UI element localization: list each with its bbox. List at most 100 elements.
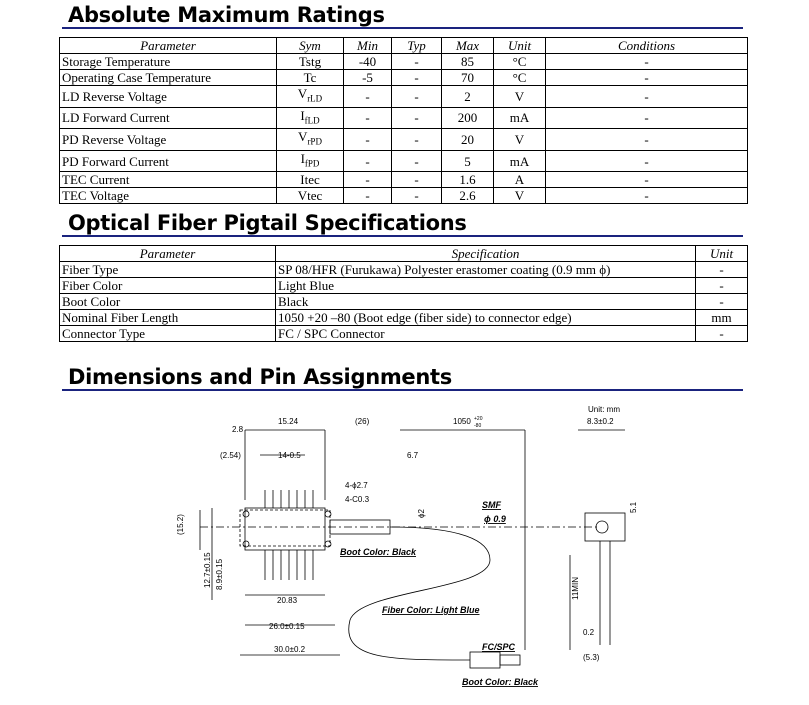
ratings-cell-unit: mA xyxy=(493,106,546,130)
dim-label: 14-0.5 xyxy=(278,451,301,460)
dim-label: 0.2 xyxy=(583,628,595,637)
ratings-cell-param: PD Forward Current xyxy=(59,149,277,173)
ratings-cell-sym: Itec xyxy=(276,171,344,189)
ratings-cell-cond: - xyxy=(545,128,748,151)
dim-label: 5.1 xyxy=(629,501,638,513)
ratings-cell-cond: - xyxy=(545,85,748,108)
fiber-cell-spec: Black xyxy=(275,293,696,310)
connector xyxy=(469,651,501,669)
dim-label: 15.24 xyxy=(278,417,299,426)
ratings-cell-param: PD Reverse Voltage xyxy=(59,128,277,151)
ratings-cell-typ: - xyxy=(391,187,442,205)
ratings-header-cell: Sym xyxy=(276,37,344,54)
dimensions-section-title: Dimensions and Pin Assignments xyxy=(68,365,452,389)
ratings-section-title: Absolute Maximum Ratings xyxy=(68,3,385,27)
ratings-cell-typ: - xyxy=(391,149,442,173)
pins-bottom xyxy=(264,550,314,580)
mount-hole xyxy=(324,540,332,548)
fiber-cell-spec: FC / SPC Connector xyxy=(275,325,696,342)
ratings-cell-param: TEC Current xyxy=(59,171,277,189)
symbol-subscript: rPD xyxy=(307,136,322,147)
ratings-cell-cond: - xyxy=(545,171,748,189)
fiber-cell-unit: - xyxy=(695,277,748,294)
fiber-header-cell: Parameter xyxy=(59,245,276,262)
dim-label: 30.0±0.2 xyxy=(274,645,306,654)
ratings-cell-sym: VrLD xyxy=(276,85,344,108)
ratings-cell-unit: V xyxy=(493,85,546,108)
dim-label: 26.0±0.15 xyxy=(269,622,305,631)
dim-label: (5.3) xyxy=(583,653,600,662)
ratings-cell-param: Operating Case Temperature xyxy=(59,69,277,86)
boot-color-label: Boot Color: Black xyxy=(462,677,539,687)
fiber-section-title: Optical Fiber Pigtail Specifications xyxy=(68,211,467,235)
mount-hole xyxy=(242,510,250,518)
ratings-cell-param: LD Forward Current xyxy=(59,106,277,130)
dim-label: 11MIN xyxy=(571,577,580,600)
ratings-cell-sym: IfLD xyxy=(276,106,344,130)
dim-label: (2.54) xyxy=(220,451,241,460)
module-flange xyxy=(239,509,331,547)
ratings-cell-typ: - xyxy=(391,53,442,70)
smf-label: SMF xyxy=(482,500,502,510)
ratings-cell-cond: - xyxy=(545,69,748,86)
ratings-cell-typ: - xyxy=(391,69,442,86)
fiber-cell-param: Fiber Color xyxy=(59,277,276,294)
fiber-cable xyxy=(348,526,491,661)
connector-ferrule xyxy=(499,654,521,666)
dim-label: 12.7±0.15 xyxy=(203,552,212,588)
ratings-cell-unit: °C xyxy=(493,53,546,70)
dim-label: -80 xyxy=(474,423,481,429)
side-view-port xyxy=(595,520,609,534)
ratings-cell-unit: °C xyxy=(493,69,546,86)
dim-label: ϕ2 xyxy=(417,509,426,518)
fiber-cell-param: Fiber Type xyxy=(59,261,276,278)
fiber-header-cell: Specification xyxy=(275,245,696,262)
pins-top xyxy=(264,490,314,508)
ratings-cell-cond: - xyxy=(545,149,748,173)
symbol-subscript: fPD xyxy=(304,158,320,169)
fiber-cell-param: Nominal Fiber Length xyxy=(59,309,276,326)
dim-label: 2.8 xyxy=(232,425,244,434)
ratings-cell-max: 2 xyxy=(441,85,494,108)
dim-label: 8.9±0.15 xyxy=(215,558,224,590)
ratings-header-cell: Unit xyxy=(493,37,546,54)
symbol-subscript: rLD xyxy=(307,93,323,104)
ratings-cell-unit: mA xyxy=(493,149,546,173)
ratings-cell-unit: V xyxy=(493,187,546,205)
ratings-cell-min: - xyxy=(343,85,392,108)
connector-label: FC/SPC xyxy=(482,642,516,652)
ratings-title-underline xyxy=(62,27,743,29)
smf-diameter: ϕ 0.9 xyxy=(484,514,506,524)
ratings-cell-min: - xyxy=(343,171,392,189)
fiber-cell-unit: mm xyxy=(695,309,748,326)
dim-label: (26) xyxy=(355,417,370,426)
fiber-cell-unit: - xyxy=(695,293,748,310)
ratings-cell-unit: V xyxy=(493,128,546,151)
ratings-cell-max: 2.6 xyxy=(441,187,494,205)
fiber-cell-unit: - xyxy=(695,325,748,342)
mount-hole xyxy=(324,510,332,518)
dim-label: 1050 xyxy=(453,417,471,426)
dim-label: 4-ϕ2.7 xyxy=(345,481,368,490)
ratings-cell-typ: - xyxy=(391,106,442,130)
ratings-cell-max: 85 xyxy=(441,53,494,70)
ratings-cell-min: - xyxy=(343,149,392,173)
fiber-cell-param: Boot Color xyxy=(59,293,276,310)
ratings-cell-min: -40 xyxy=(343,53,392,70)
dimension-drawing: Unit: mm 15.24 (26) 1050 +20 -80 8.3±0.2… xyxy=(176,405,638,687)
ratings-cell-cond: - xyxy=(545,53,748,70)
ratings-cell-min: - xyxy=(343,106,392,130)
symbol: V xyxy=(297,86,308,101)
symbol: I xyxy=(300,107,305,123)
ratings-cell-max: 20 xyxy=(441,128,494,151)
